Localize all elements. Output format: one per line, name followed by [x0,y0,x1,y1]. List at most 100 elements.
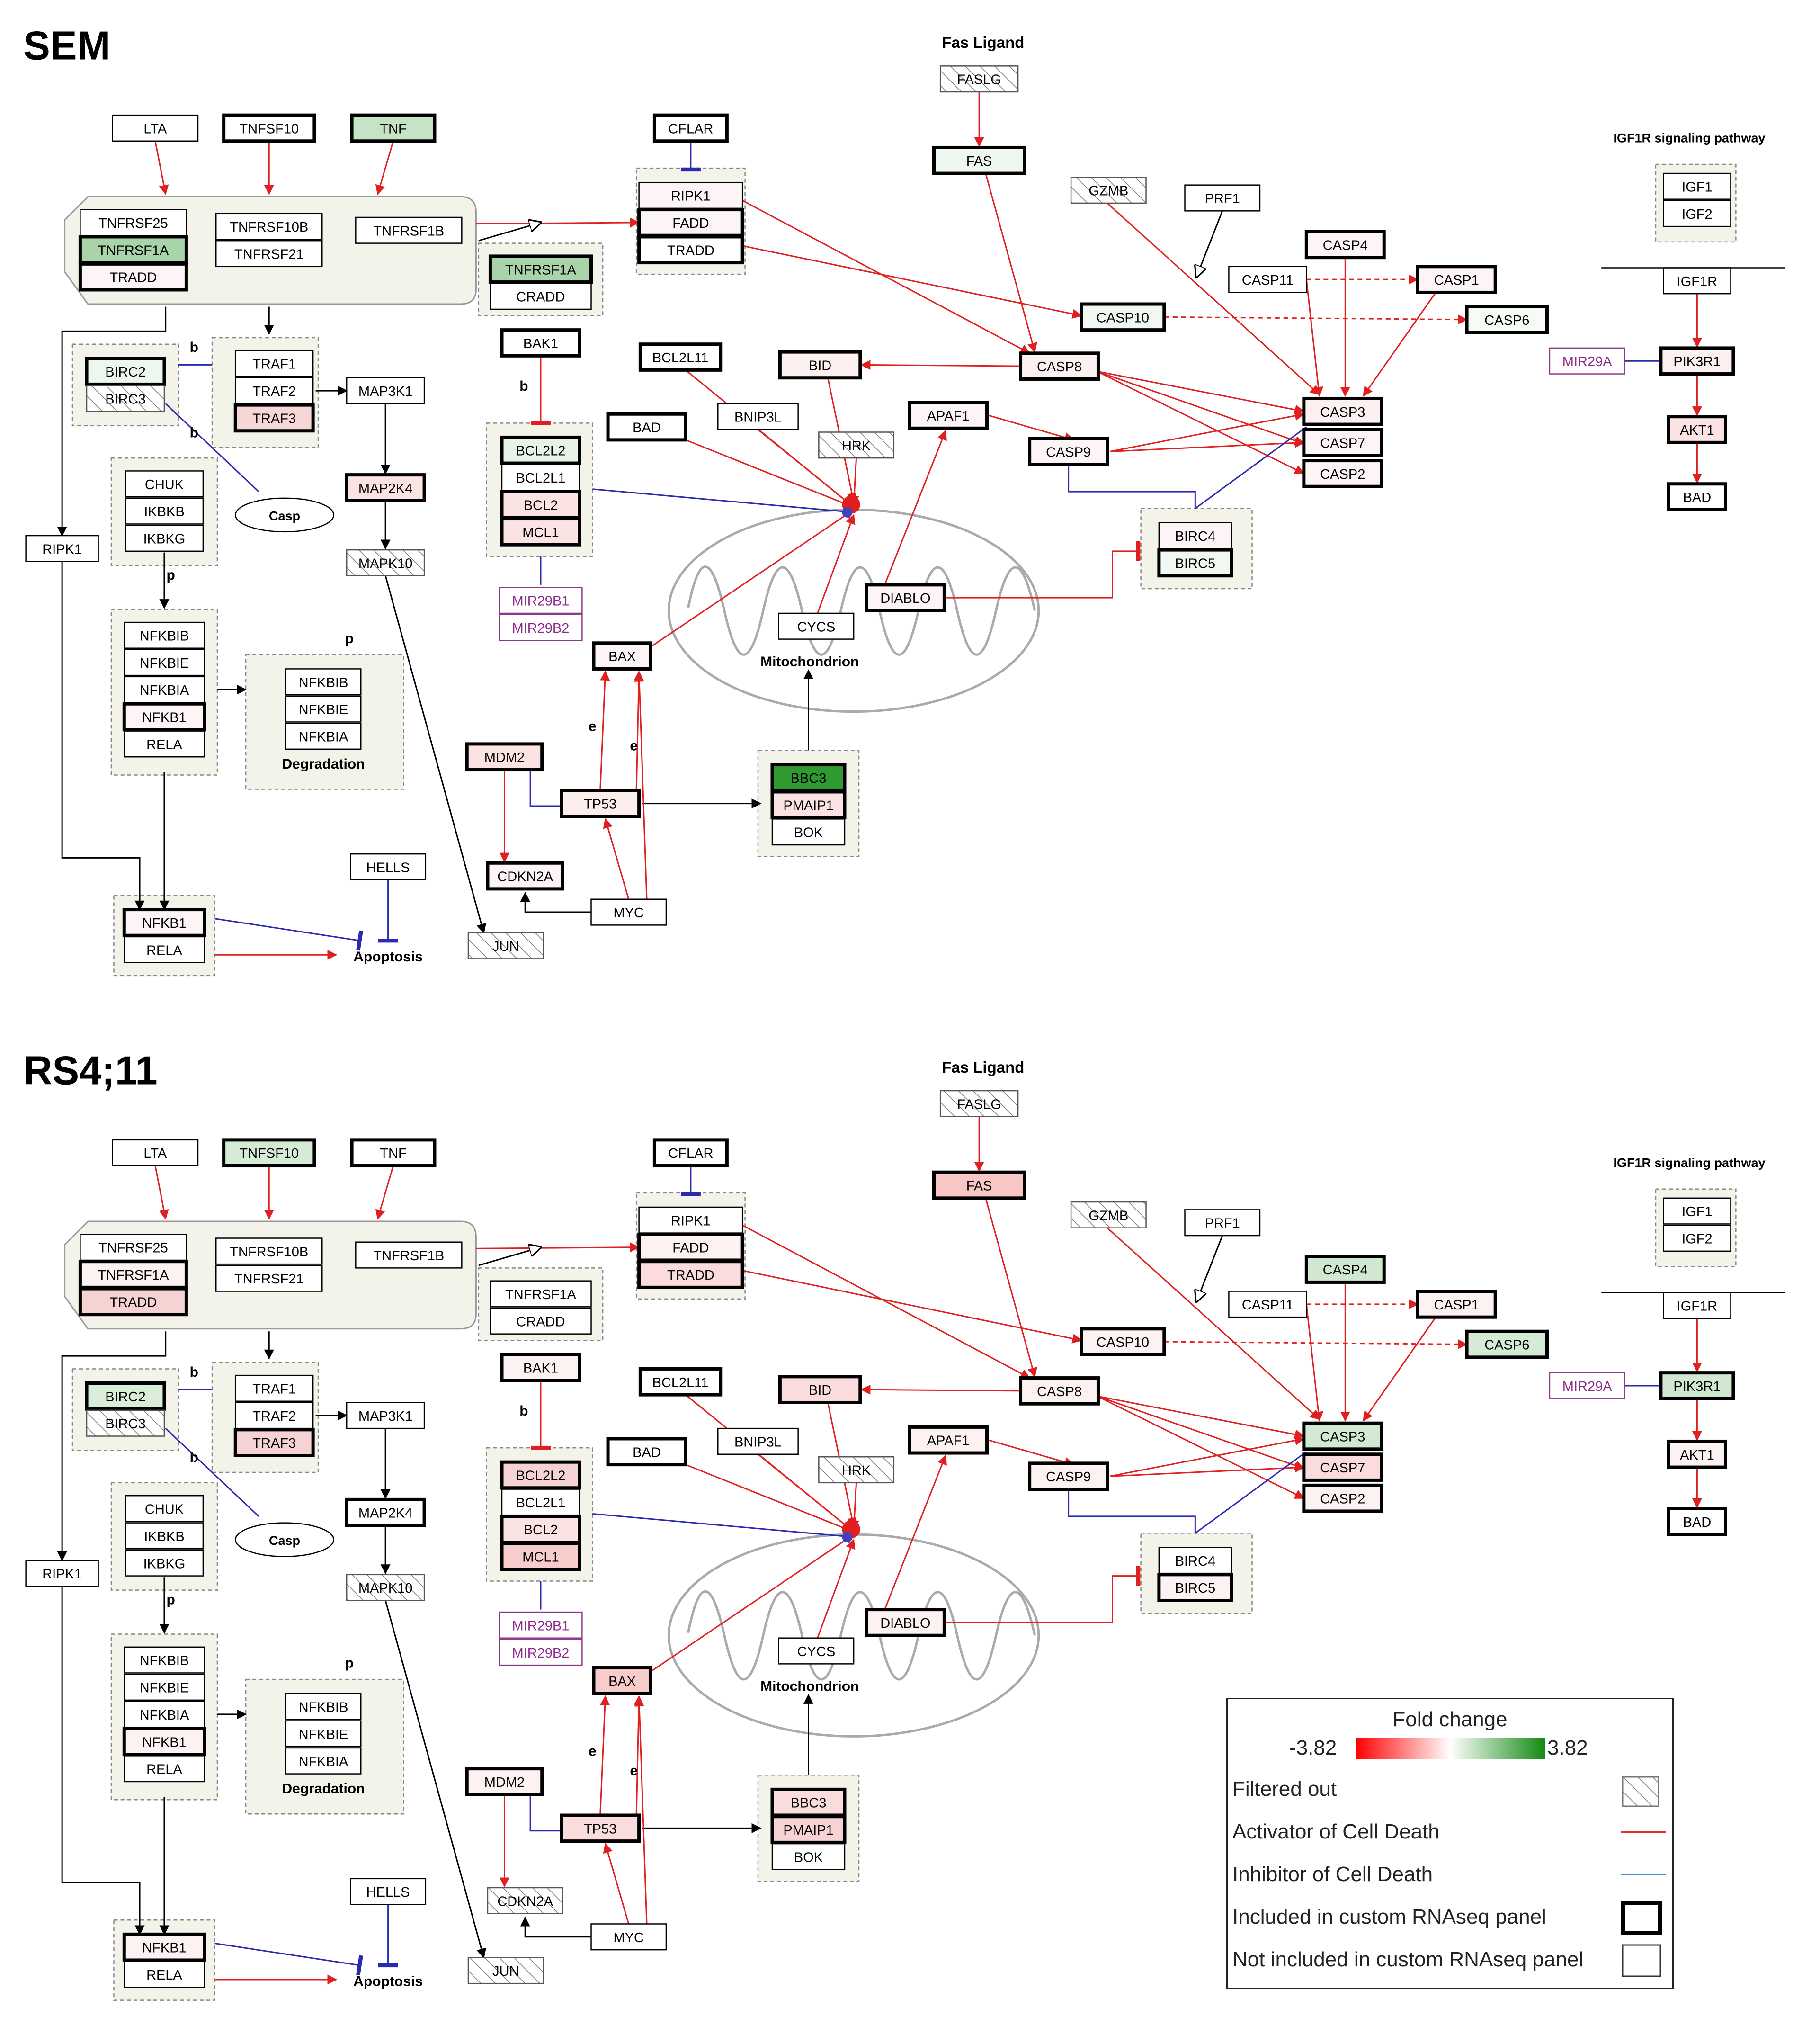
gene-label: BOK [794,1850,823,1865]
gene-label: MCL1 [522,525,559,540]
edge [817,514,856,614]
edge [860,360,1021,370]
edge [529,1794,562,1832]
gene-label: BNIP3L [734,410,782,425]
gene-label: BAD [633,421,661,436]
gene-label: BBC3 [791,771,827,786]
gene-label: TP53 [584,797,616,812]
gene-box-gzmb [1070,1201,1147,1228]
gene-label: CASP2 [1320,467,1365,482]
gene-box-tnfrsf1a-2 [488,254,593,284]
gene-label: PIK3R1 [1673,354,1721,369]
gene-label: TRAF3 [252,1436,296,1451]
edge [1164,314,1468,325]
gene-label: PIK3R1 [1673,1379,1721,1394]
gene-label: CASP9 [1046,1470,1091,1485]
edge [985,173,1037,353]
gene-box-bid [778,1375,862,1404]
gene-box-traf3 [233,403,315,433]
gene-box-igf1r [1663,1292,1731,1319]
gene-label: TNFRSF1A [505,262,577,278]
edge [742,1224,1031,1379]
gene-label: GZMB [1088,184,1128,199]
edge [1363,1317,1436,1422]
gene-box-tnfrsf1b [355,216,463,244]
gene-box-map2k4 [345,473,426,502]
gene-box-mir29b1 [499,1611,583,1639]
gene-box-bnip3l [717,403,799,430]
gene-label: RELA [146,737,182,753]
gene-box-mcl1 [500,517,581,547]
gene-box-bak1 [500,328,581,358]
edge [375,141,394,195]
gene-box-nfkb1-2 [122,908,206,937]
gene-box-lta [112,1139,199,1166]
gene-label: BCL2L11 [652,1375,709,1390]
gene-box-igf1r [1663,267,1731,295]
edge [154,1165,169,1220]
gene-label: TNFRSF10B [230,220,308,235]
edge [592,488,854,513]
igf1r-pathway-label: IGF1R signaling pathway [1613,1156,1765,1170]
gene-box-pmaip1 [770,1815,847,1844]
gene-label: TRAF2 [252,1409,296,1424]
gene-box-mir29b2 [499,614,583,641]
gene-box-ikbkg [125,524,204,552]
edge [476,1242,640,1253]
gene-box-faslg [939,1090,1019,1117]
edge [879,1454,947,1623]
gene-box-cradd [490,283,592,310]
gene-box-nfkb1 [122,1727,206,1757]
gene-box-tnf [350,113,437,143]
edge [633,1695,644,1816]
gene-label: CASP7 [1320,1461,1365,1476]
thin-box-icon [1622,1944,1661,1977]
gene-label: RIPK1 [671,189,711,204]
gene-box-nfkbie-2 [285,695,362,723]
gene-box-tradd-2 [637,235,744,265]
gene-label: NFKBIB [140,1653,189,1668]
gene-box-bak1 [500,1353,581,1382]
gene-label: LTA [143,121,167,136]
gene-box-cdkn2a [487,1887,563,1914]
gene-label: CASP8 [1037,359,1082,375]
gene-box-faslg [939,65,1019,93]
edge [860,1384,1021,1395]
gene-label: CASP8 [1037,1384,1082,1399]
gene-label: JUN [492,939,519,954]
gene-label: NFKB1 [142,916,186,931]
gene-label: CASP6 [1484,313,1529,328]
gene-label: IKBKB [144,504,184,520]
edge [1097,370,1305,475]
gene-label: GZMB [1088,1208,1128,1223]
gene-box-cflar [652,113,729,143]
gene-label: CASP11 [1242,273,1294,288]
gene-label: IGF1 [1682,1204,1712,1219]
annotation-letter-p: p [166,567,175,583]
gene-box-cycs [778,612,855,640]
gene-box-casp2 [1302,1483,1383,1513]
gene-label: HELLS [366,860,410,875]
gene-box-cdkn2a [486,861,564,891]
gene-box-fas [932,1170,1026,1200]
edge [988,1439,1075,1467]
gene-label: TNFRSF1B [373,224,444,239]
gene-box-diablo [865,1608,946,1637]
gene-box-casp8 [1019,351,1100,381]
gene-box-tnfrsf21 [215,1264,323,1292]
gene-label: FASLG [957,1097,1001,1112]
gene-label: CFLAR [668,121,713,136]
gene-box-igf1 [1663,172,1731,200]
gene-box-traf3 [233,1428,315,1458]
gene-box-tnfrsf21 [215,240,323,268]
gene-label: RIPK1 [42,1567,82,1582]
gene-box-myc [590,1923,667,1951]
gene-label: NFKB1 [142,1941,186,1956]
gene-label: LTA [143,1146,167,1161]
edge [685,1464,855,1533]
edge [165,1428,259,1517]
gene-label: MAPK10 [358,556,412,571]
edge [1109,1435,1305,1477]
edge [944,541,1141,599]
gene-label: FADD [672,1241,709,1256]
